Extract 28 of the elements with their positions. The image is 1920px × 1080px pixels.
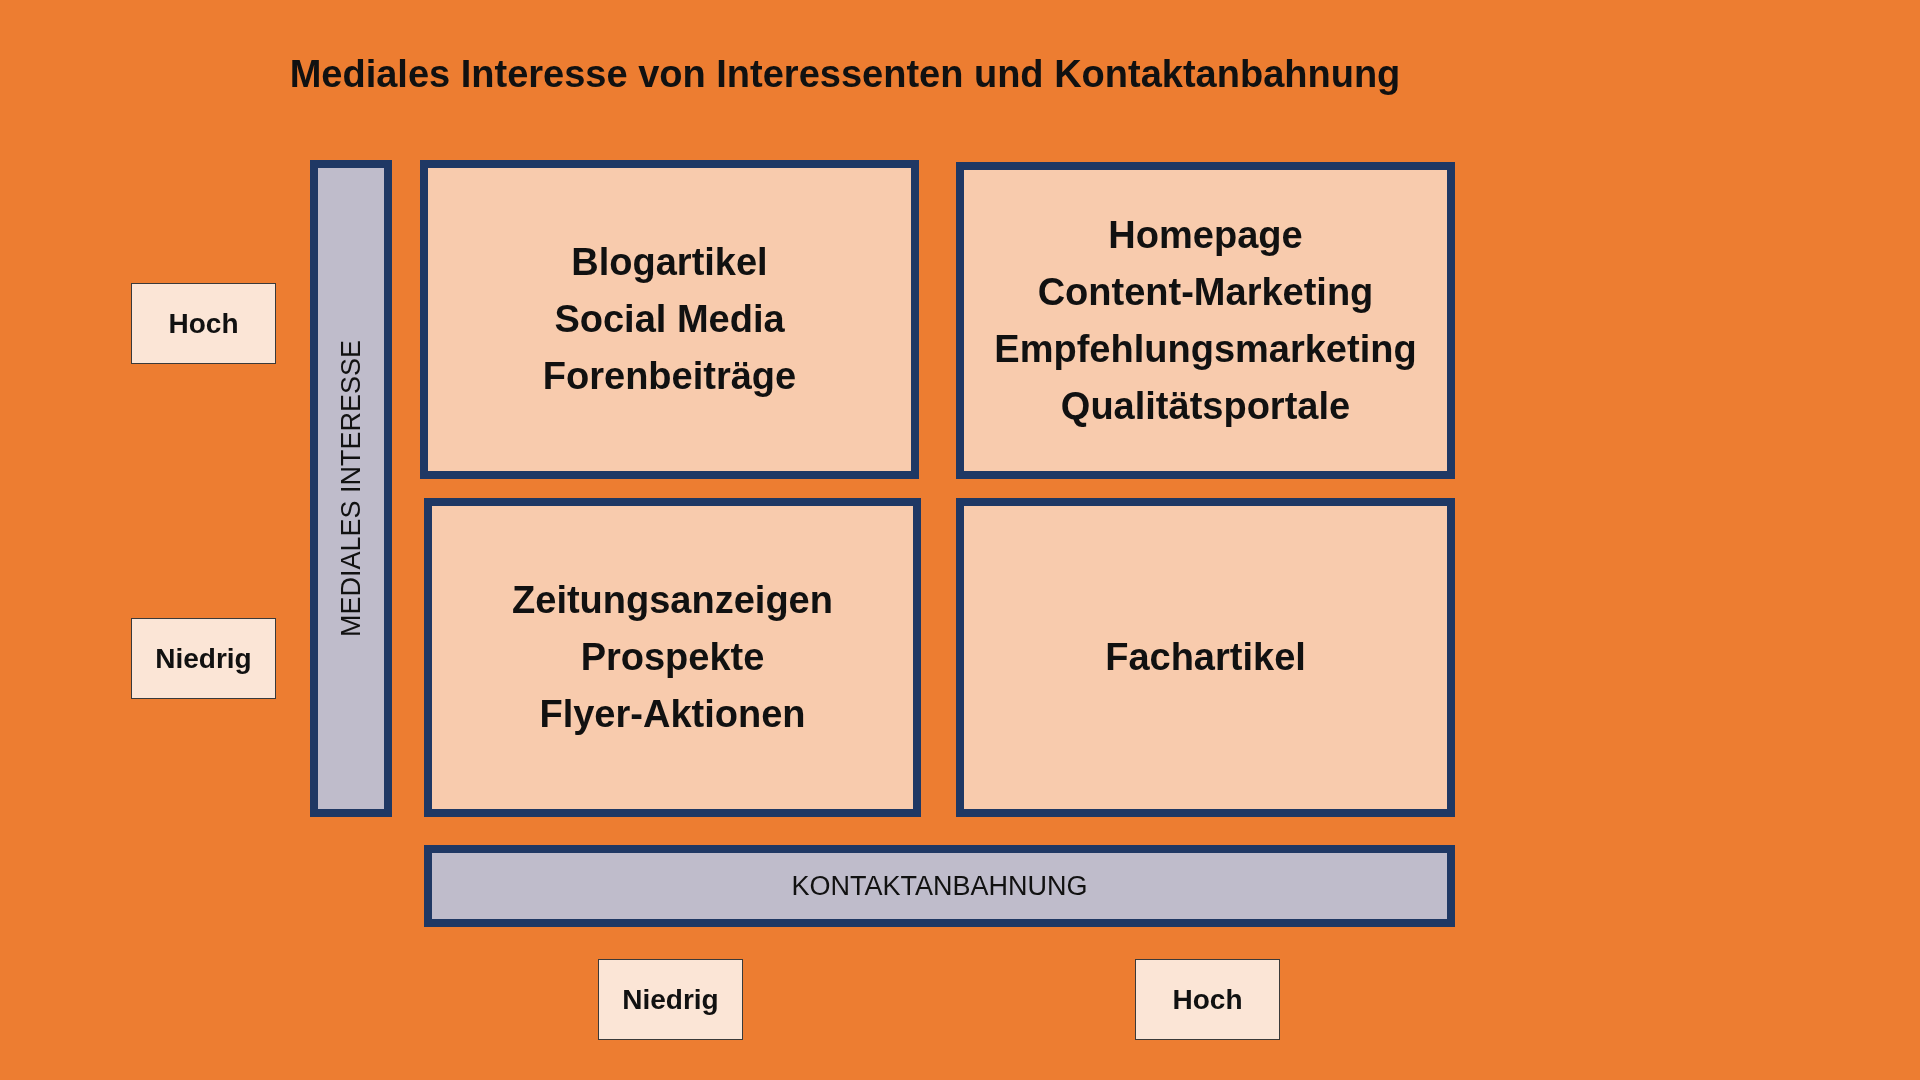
channel-item: Fachartikel	[1105, 635, 1306, 680]
level-box	[598, 959, 743, 1040]
level-box	[131, 283, 276, 364]
level-label: Hoch	[1172, 982, 1243, 1017]
channel-item: Homepage	[1108, 212, 1303, 258]
level-label: Hoch	[168, 306, 239, 341]
level-label: Niedrig	[622, 982, 719, 1017]
channel-item: Content-Marketing	[1037, 269, 1374, 315]
quadrant-box	[956, 498, 1455, 817]
diagram-title: Mediales Interesse von Interessenten und Kontaktanbahnung	[288, 52, 1402, 97]
channel-item: Zeitungsanzeigen	[512, 578, 833, 623]
quadrant-box	[424, 498, 921, 817]
level-label: Niedrig	[155, 641, 252, 676]
channel-item: Blogartikel	[571, 240, 768, 285]
level-box	[1135, 959, 1280, 1040]
channel-item: Forenbeiträge	[542, 354, 797, 399]
axis-bar	[424, 845, 1455, 927]
quadrant-box	[956, 162, 1455, 479]
channel-item: Prospekte	[580, 635, 765, 680]
channel-item: Empfehlungsmarketing	[994, 326, 1417, 372]
quadrant-box	[420, 160, 919, 479]
level-box	[131, 618, 276, 699]
channel-item: Qualitätsportale	[1060, 383, 1351, 429]
axis-bar	[310, 160, 392, 817]
axis-title: KONTAKTANBAHNUNG	[791, 870, 1088, 902]
channel-item: Social Media	[554, 297, 785, 342]
channel-item: Flyer-Aktionen	[539, 692, 806, 737]
axis-title: MEDIALES INTERESSE	[335, 339, 367, 638]
